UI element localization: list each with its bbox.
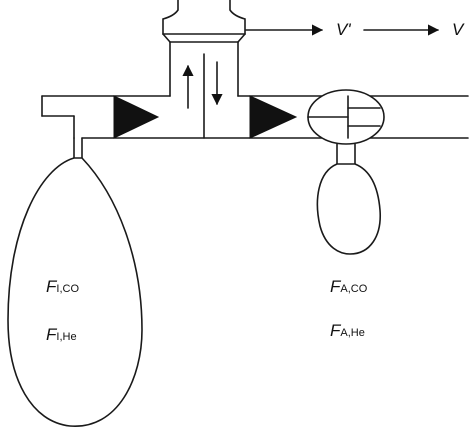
top-connector bbox=[162, 0, 246, 43]
label-fi-co: FI,CO bbox=[46, 277, 79, 296]
one-way-valve-right bbox=[249, 95, 298, 139]
inspired-gas-bag bbox=[7, 157, 143, 427]
gas-analyzer-icon bbox=[307, 89, 385, 145]
one-way-valve-left bbox=[113, 95, 160, 139]
left-bag-neck bbox=[73, 137, 83, 161]
label-fi-he: FI,He bbox=[46, 325, 77, 344]
main-tube bbox=[41, 95, 469, 139]
label-fa-co: FA,CO bbox=[330, 277, 368, 296]
label-fa-he: FA,He bbox=[330, 321, 365, 340]
alveolar-sample-bag bbox=[316, 143, 381, 255]
label-v-prime: V' bbox=[336, 20, 351, 39]
vertical-stem bbox=[169, 41, 239, 139]
label-v: V bbox=[452, 20, 465, 39]
